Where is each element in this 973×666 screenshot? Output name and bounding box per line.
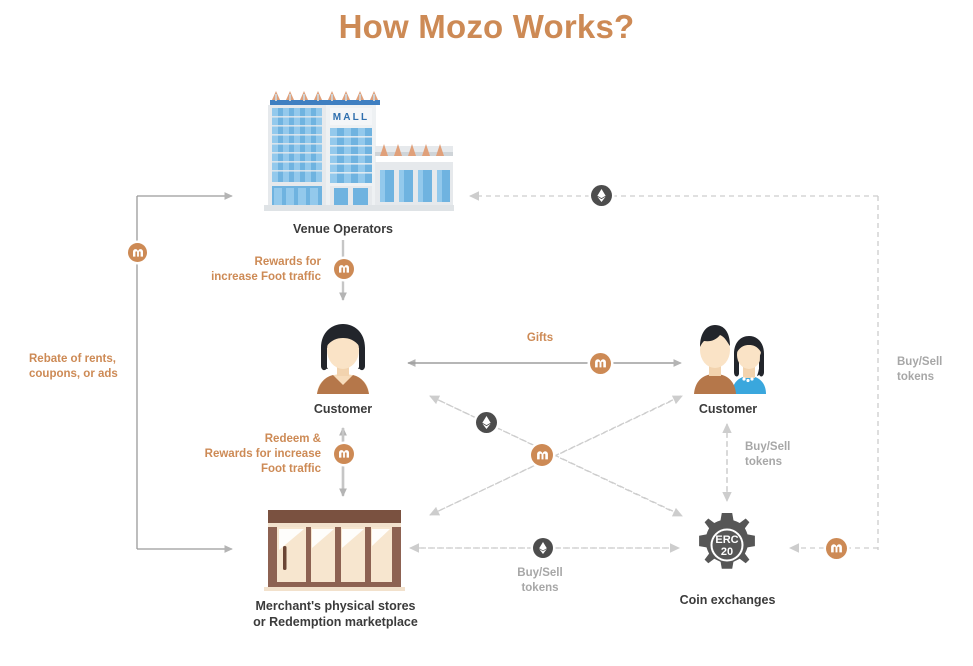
wire-top-rail-exchange-to-venue [469,191,879,550]
svg-text:ERC: ERC [715,534,738,546]
mozo-token-icon-exchange-right [826,538,847,559]
node-label-venue-operators: Venue Operators [292,222,394,236]
node-label-customer-couple: Customer [698,402,758,416]
edge-label-rewards-foot-traffic: Rewards for increase Foot traffic [211,256,321,283]
customer-avatar-icon [311,322,375,394]
mozo-token-icon-customer-store [334,444,354,464]
edge-label-buy-sell-middle: Buy/Sell tokens [745,441,791,468]
ethereum-token-icon-cross-upper [476,412,497,433]
edge-label-rebate: Rebate of rents, coupons, or ads [29,353,118,380]
storefront-icon [262,508,407,593]
gear-icon: ERC 20 [689,507,765,583]
ethereum-token-icon-top-rail [591,185,612,206]
svg-text:MALL: MALL [333,112,370,123]
svg-text:20: 20 [721,546,733,558]
mozo-token-icon-venue-customer [334,259,354,279]
page-title: How Mozo Works? [338,8,635,45]
edge-label-buy-sell-bottom: Buy/Sell tokens [517,567,563,594]
edge-label-gifts: Gifts [526,332,554,344]
ethereum-token-icon-bottom-rail [533,538,553,558]
edge-label-redeem-rewards: Redeem & Rewards for increase Foot traff… [204,433,321,475]
shopping-mall-icon: MALL [262,88,457,218]
node-label-customer-single: Customer [313,402,373,416]
mozo-token-icon-center-cross [531,444,553,466]
wire-diagonal-merchant-customer [429,395,683,516]
node-label-merchant-store: Merchant's physical stores or Redemption… [253,599,418,629]
edge-label-buy-sell-right: Buy/Sell tokens [897,356,943,383]
customer-couple-avatar-icon [692,320,768,394]
node-label-coin-exchanges: Coin exchanges [679,593,776,607]
mozo-token-icon-gifts [590,353,611,374]
mozo-token-icon-left-rail [128,243,147,262]
